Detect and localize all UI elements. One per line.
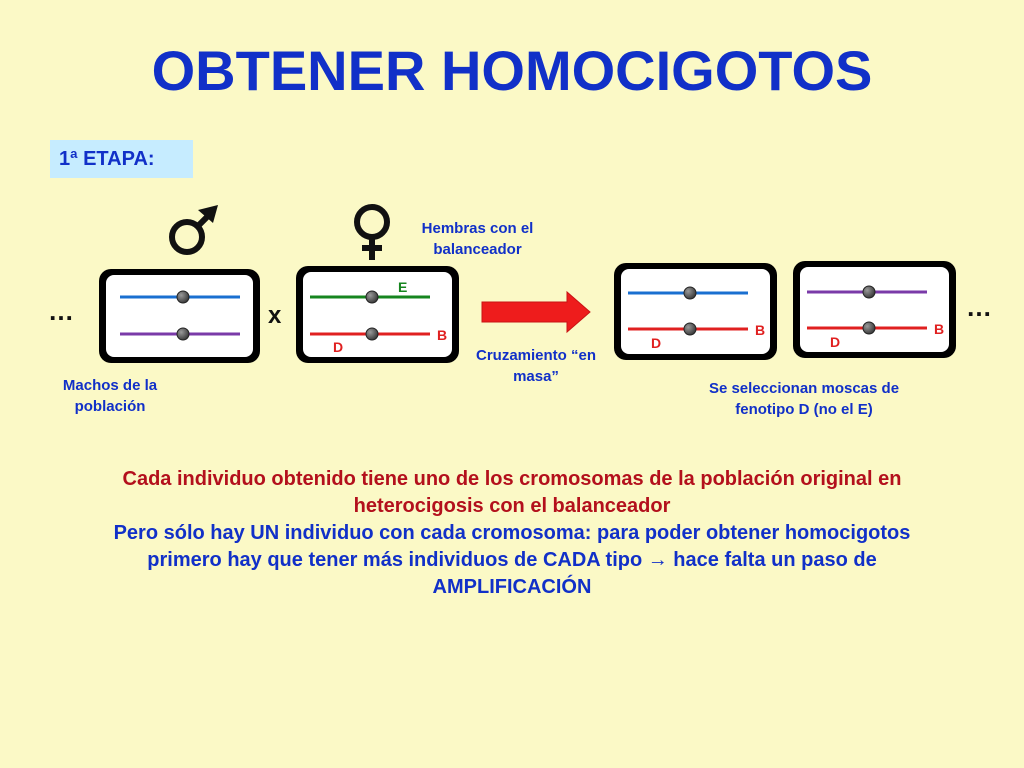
marker-b: B [934,321,944,337]
centromere [365,327,379,341]
male-label: Machos de la población [62,377,158,415]
centromere [365,290,379,304]
marker-b: B [755,322,765,338]
centromere [176,290,190,304]
marker-d: D [333,339,343,355]
explanation-blue: Pero sólo hay UN individuo con cada crom… [113,522,911,598]
result-fly-box-1: B D [614,263,777,360]
page-title: OBTENER HOMOCIGOTOS [151,39,873,102]
arrow-label: Cruzamiento “en masa” [475,347,596,385]
female-symbol-icon [354,204,390,260]
marker-e: E [398,279,407,295]
result-fly-box-2: B D [793,261,956,358]
female-label: Hembras con el balanceador [421,220,534,258]
centromere [683,286,697,300]
centromere [683,322,697,336]
stage-label: 1ª ETAPA: [50,140,193,178]
centromere [862,285,876,299]
male-symbol-icon [169,205,218,255]
marker-d: D [830,334,840,350]
right-arrow-icon [481,290,591,334]
marker-b: B [437,327,447,343]
female-fly-box: E B D [296,266,459,363]
centromere [862,321,876,335]
ellipsis-right: … [966,292,992,322]
result-label: Se seleccionan moscas de fenotipo D (no … [708,380,900,418]
explanation-text: Cada individuo obtenido tiene uno de los… [80,466,944,601]
marker-d: D [651,335,661,351]
centromere [176,327,190,341]
male-fly-box [99,269,260,363]
ellipsis-left: … [48,296,74,326]
cross-symbol: x [268,302,282,329]
explanation-red: Cada individuo obtenido tiene uno de los… [122,468,902,517]
